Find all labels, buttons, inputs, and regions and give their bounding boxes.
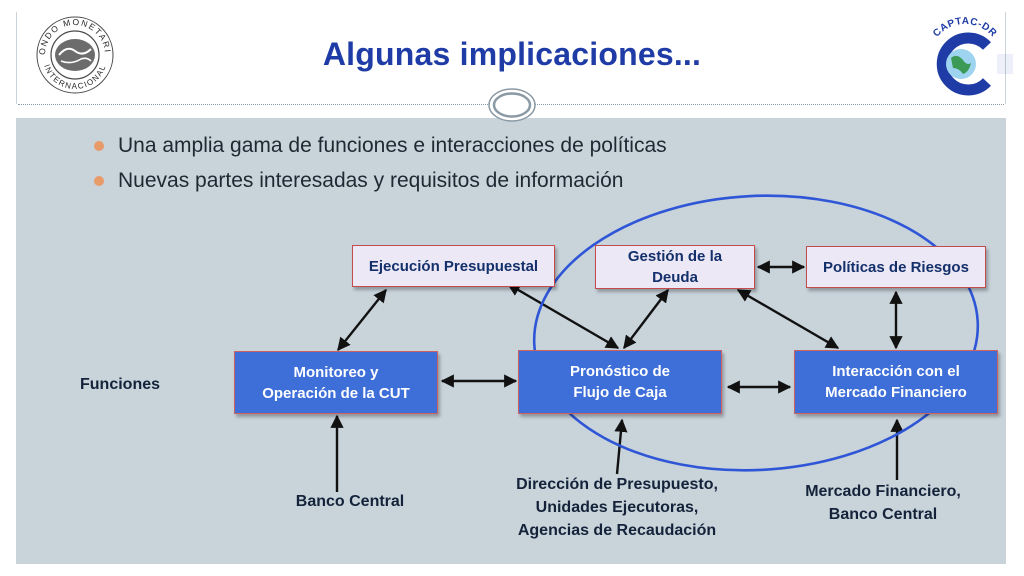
bullet-dot	[94, 141, 104, 151]
label-funciones: Funciones	[80, 376, 161, 393]
box-label-line: Interacción con el	[832, 363, 960, 380]
box-label-line: Operación de la CUT	[262, 384, 410, 402]
bullet-dot	[94, 176, 104, 186]
captac-logo-icon: CAPTAC-DR	[931, 16, 1013, 96]
box-label: Ejecución Presupuestal	[368, 257, 539, 275]
box-label: Políticas de Riesgos	[823, 258, 969, 276]
bullet-text: Una amplia gama de funciones e interacci…	[118, 134, 667, 157]
label-line: Mercado Financiero,	[805, 483, 961, 500]
label-line: Dirección de Presupuesto,	[516, 476, 718, 493]
label-banco-central: Banco Central	[295, 493, 405, 510]
imf-logo-icon: FONDO MONETARIO INTERNACIONAL	[35, 15, 114, 94]
label-direccion-presupuesto: Dirección de Presupuesto, Unidades Ejecu…	[497, 473, 737, 542]
bullet-list: Una amplia gama de funciones e interacci…	[94, 128, 667, 198]
medallion-icon	[488, 88, 536, 122]
box-label-line: Flujo de Caja	[573, 384, 667, 401]
box-label-line: Gestión de la	[627, 248, 723, 265]
box-politicas-riesgos: Políticas de Riesgos	[806, 246, 986, 288]
box-label-line: Monitoreo y	[293, 363, 379, 381]
box-interaccion-mercado: Interacción con el Mercado Financiero	[794, 350, 998, 414]
label-line: Banco Central	[828, 506, 938, 523]
box-pronostico-flujo: Pronóstico de Flujo de Caja	[518, 350, 722, 414]
bullet-item: Una amplia gama de funciones e interacci…	[94, 128, 667, 163]
box-label: Monitoreo y Operación de la CUT	[262, 362, 410, 404]
label-line: Agencias de Recaudación	[517, 522, 717, 539]
header-border	[16, 12, 1006, 104]
label-mercado-financiero: Mercado Financiero, Banco Central	[783, 480, 983, 526]
box-monitoreo-cut: Monitoreo y Operación de la CUT	[234, 351, 438, 414]
box-label-line: Deuda	[652, 269, 698, 286]
box-ejecucion-presupuestal: Ejecución Presupuestal	[352, 245, 555, 287]
box-label: Interacción con el Mercado Financiero	[825, 361, 967, 403]
box-label: Pronóstico de Flujo de Caja	[570, 361, 670, 403]
box-label-line: Pronóstico de	[569, 363, 670, 380]
bullet-item: Nuevas partes interesadas y requisitos d…	[94, 163, 667, 198]
bullet-text: Nuevas partes interesadas y requisitos d…	[118, 169, 624, 192]
box-gestion-deuda: Gestión de la Deuda	[595, 245, 755, 289]
label-line: Unidades Ejecutoras,	[535, 499, 699, 516]
box-label-line: Mercado Financiero	[825, 384, 967, 401]
box-label: Gestión de la Deuda	[628, 246, 722, 288]
page-title: Algunas implicaciones...	[322, 36, 702, 72]
